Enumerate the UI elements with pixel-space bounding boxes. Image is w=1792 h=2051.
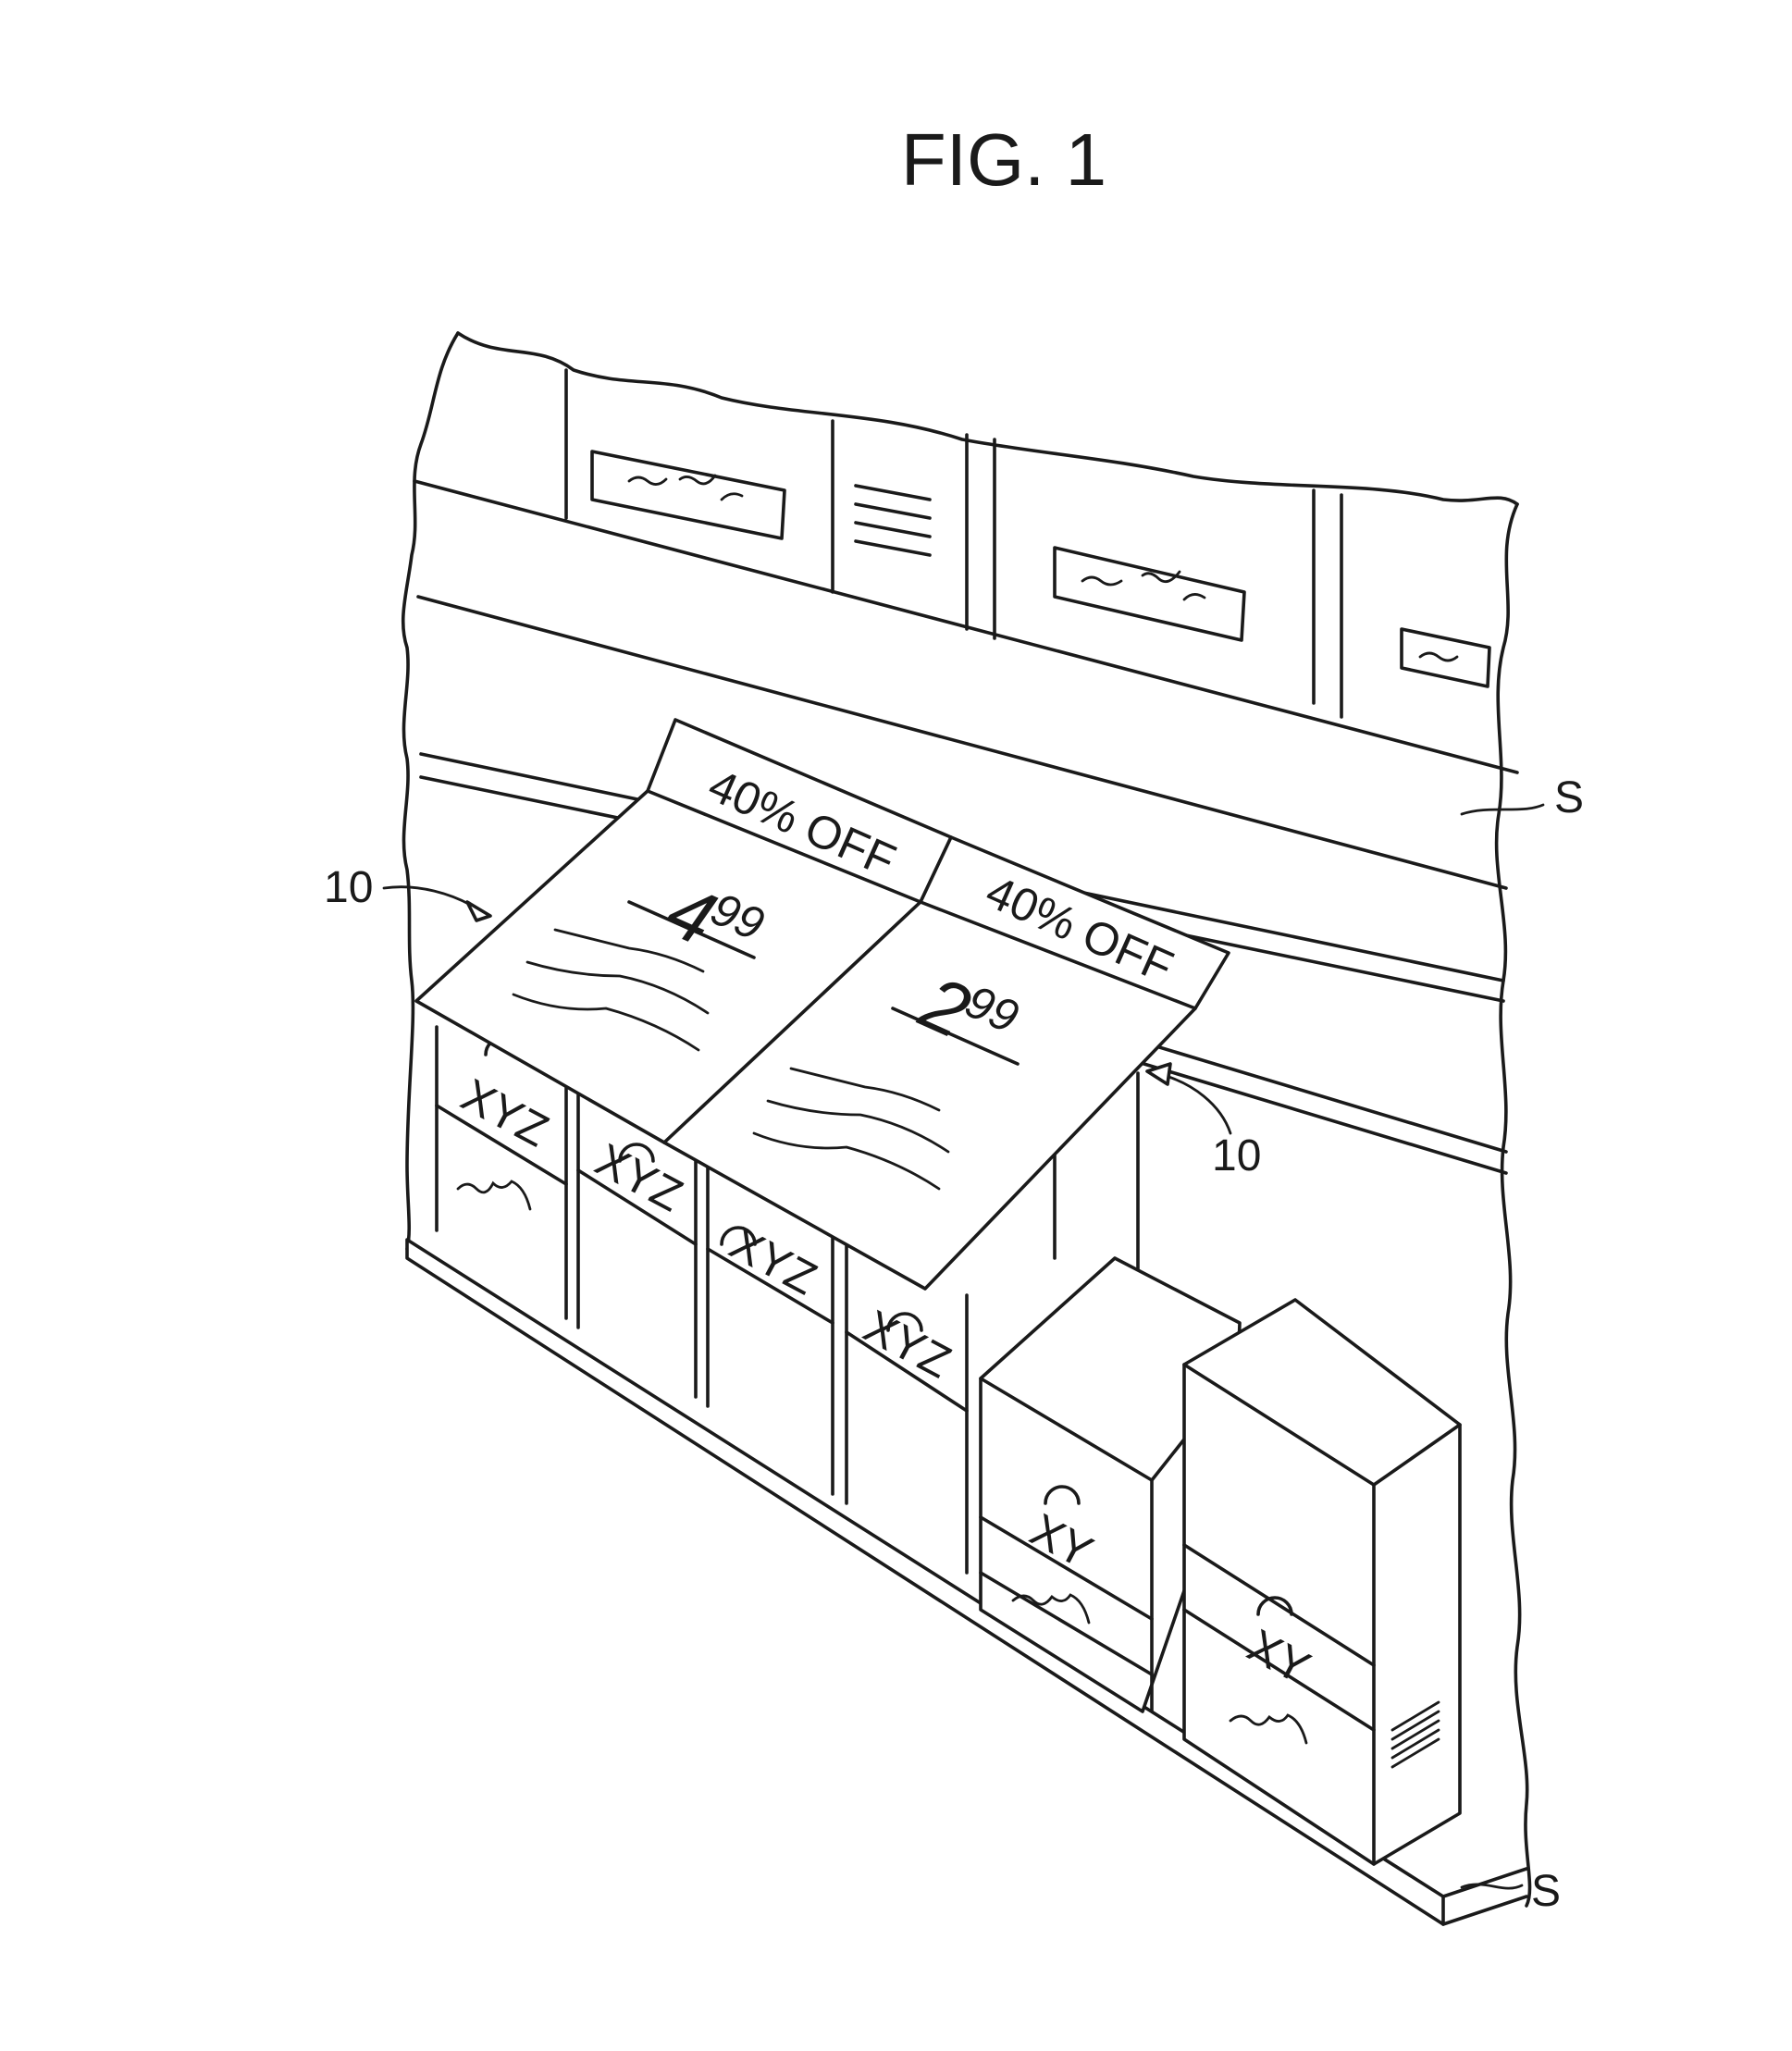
barcode-icon — [856, 486, 930, 555]
lower-shelf-edge — [1443, 1897, 1526, 1924]
reference-label-s-upper: S — [1554, 773, 1584, 822]
shelf-right-edge — [1497, 504, 1530, 1906]
top-box-label — [1402, 629, 1489, 686]
back-box-label: XYZ — [722, 1217, 825, 1304]
arrow-head — [467, 902, 490, 920]
reference-label-s-lower: S — [1531, 1867, 1561, 1916]
middle-shelf-line-1 — [1138, 1041, 1506, 1152]
shelf-top-edge — [458, 333, 1517, 504]
leader-line — [1462, 805, 1543, 814]
top-box-label — [1055, 548, 1244, 640]
back-box-label: XYZ — [453, 1069, 557, 1156]
middle-shelf-line-2 — [1138, 1062, 1506, 1173]
figure-title: FIG. 1 — [901, 118, 1106, 201]
top-box-label — [592, 451, 785, 538]
reference-label-10-right: 10 — [1212, 1131, 1261, 1180]
lower-shelf-edge — [1443, 1869, 1526, 1897]
leader-line — [384, 887, 481, 911]
reference-label-10-left: 10 — [324, 863, 373, 912]
